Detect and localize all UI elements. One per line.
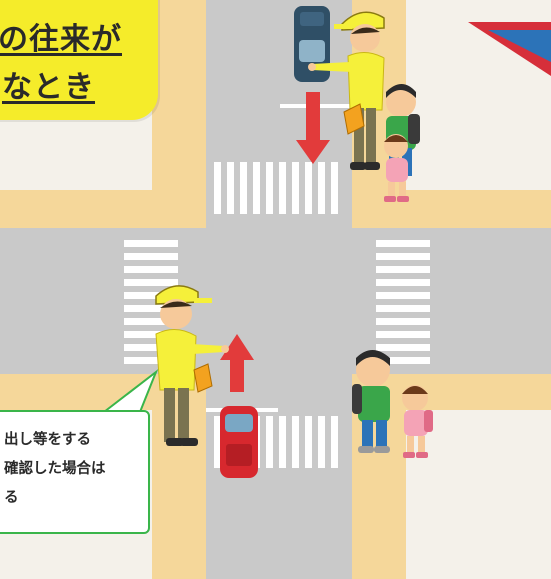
title-line-2: なとき xyxy=(2,70,95,105)
direction-arrow-down-icon xyxy=(296,92,330,164)
car-north-icon xyxy=(294,6,330,82)
note-line-1: 出し等をする xyxy=(4,432,91,448)
note-box xyxy=(0,410,150,534)
title-line-1: の往来が xyxy=(0,22,122,57)
crosswalk-west xyxy=(124,240,178,364)
crosswalk-east xyxy=(376,240,430,364)
direction-arrow-up-icon xyxy=(220,334,254,392)
child-pedestrian-north-icon xyxy=(384,84,420,202)
traffic-guard-south-icon xyxy=(155,285,229,446)
car-south-icon xyxy=(220,406,258,478)
note-line-3: る xyxy=(4,490,19,506)
crosswalk-north xyxy=(214,162,338,214)
note-line-2: 確認した場合は xyxy=(4,461,106,477)
child-pedestrian-south-icon xyxy=(352,350,433,458)
traffic-guard-north-icon xyxy=(308,11,385,170)
road-sign-icon xyxy=(468,22,551,76)
title-box xyxy=(0,0,158,120)
